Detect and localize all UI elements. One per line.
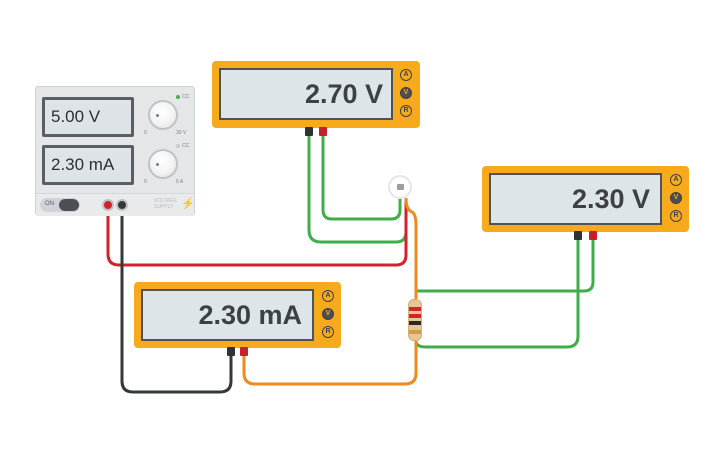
meter-terminal-positive[interactable] bbox=[240, 347, 248, 356]
meter-display: 2.70 V bbox=[219, 68, 393, 120]
mode-ohmmeter-button[interactable]: R bbox=[400, 105, 412, 117]
mode-ohmmeter-button[interactable]: R bbox=[670, 210, 682, 222]
meter-terminal-positive[interactable] bbox=[589, 231, 597, 240]
meter-terminal-common[interactable] bbox=[305, 127, 313, 136]
current-knob-max-label: 5 A bbox=[176, 179, 184, 185]
multimeter-current[interactable]: 2.30 mA A V R bbox=[134, 282, 341, 348]
voltage-knob-min-label: 0 bbox=[144, 130, 147, 136]
current-knob[interactable] bbox=[148, 149, 178, 179]
wire-black-supply-to-ammeter[interactable] bbox=[120, 205, 233, 394]
mode-ohmmeter-button[interactable]: R bbox=[322, 326, 334, 338]
light-bulb-icon[interactable] bbox=[388, 175, 412, 199]
supply-brand-label: VOLTAGE SUPPLY bbox=[154, 198, 177, 210]
resistor-band-1 bbox=[409, 307, 421, 311]
power-switch-thumb bbox=[59, 199, 79, 211]
wire-red-supply-to-bulb[interactable] bbox=[106, 200, 408, 267]
mode-voltmeter-button[interactable]: V bbox=[400, 87, 412, 99]
lightning-bolt-icon: ⚡ bbox=[181, 198, 195, 210]
current-display: 2.30 mA bbox=[42, 145, 134, 185]
multimeter-resistor-voltage[interactable]: 2.30 V A V R bbox=[482, 166, 689, 232]
multimeter-bulb-voltage[interactable]: 2.70 V A V R bbox=[212, 61, 420, 128]
meter-display: 2.30 V bbox=[489, 173, 662, 225]
current-knob-min-label: 0 bbox=[144, 179, 147, 185]
cv-indicator-label: CC bbox=[182, 94, 190, 100]
bulb-filament bbox=[397, 184, 404, 190]
power-switch[interactable]: ON bbox=[40, 198, 80, 212]
dc-power-supply[interactable]: 5.00 V 2.30 mA CC 0 30 V CC 0 5 A ON VOL… bbox=[35, 86, 195, 216]
mode-voltmeter-button[interactable]: V bbox=[670, 192, 682, 204]
resistor-band-4 bbox=[409, 330, 421, 334]
mode-voltmeter-button[interactable]: V bbox=[322, 308, 334, 320]
voltage-display: 5.00 V bbox=[42, 97, 134, 137]
negative-terminal[interactable] bbox=[116, 199, 128, 211]
wire-green-bulb-voltmeter-red[interactable] bbox=[321, 134, 402, 221]
wire-green-resistor-voltmeter-red[interactable] bbox=[414, 237, 595, 299]
mode-ammeter-button[interactable]: A bbox=[670, 174, 682, 186]
mode-ammeter-button[interactable]: A bbox=[400, 69, 412, 81]
resistor-band-3 bbox=[409, 321, 421, 325]
wire-orange-ammeter-to-resistor[interactable] bbox=[242, 341, 418, 386]
resistor[interactable] bbox=[408, 299, 422, 341]
power-switch-label: ON bbox=[45, 201, 54, 207]
resistor-band-2 bbox=[409, 314, 421, 318]
cc-indicator-led bbox=[176, 144, 180, 148]
cc-indicator-label: CC bbox=[182, 143, 190, 149]
mode-ammeter-button[interactable]: A bbox=[322, 290, 334, 302]
meter-terminal-positive[interactable] bbox=[319, 127, 327, 136]
positive-terminal[interactable] bbox=[102, 199, 114, 211]
wire-orange-bulb-to-resistor[interactable] bbox=[404, 197, 418, 299]
voltage-knob-max-label: 30 V bbox=[176, 130, 187, 136]
meter-display: 2.30 mA bbox=[141, 289, 314, 341]
meter-terminal-common[interactable] bbox=[574, 231, 582, 240]
meter-terminal-common[interactable] bbox=[227, 347, 235, 356]
voltage-knob[interactable] bbox=[148, 100, 178, 130]
cv-indicator-led bbox=[176, 95, 180, 99]
